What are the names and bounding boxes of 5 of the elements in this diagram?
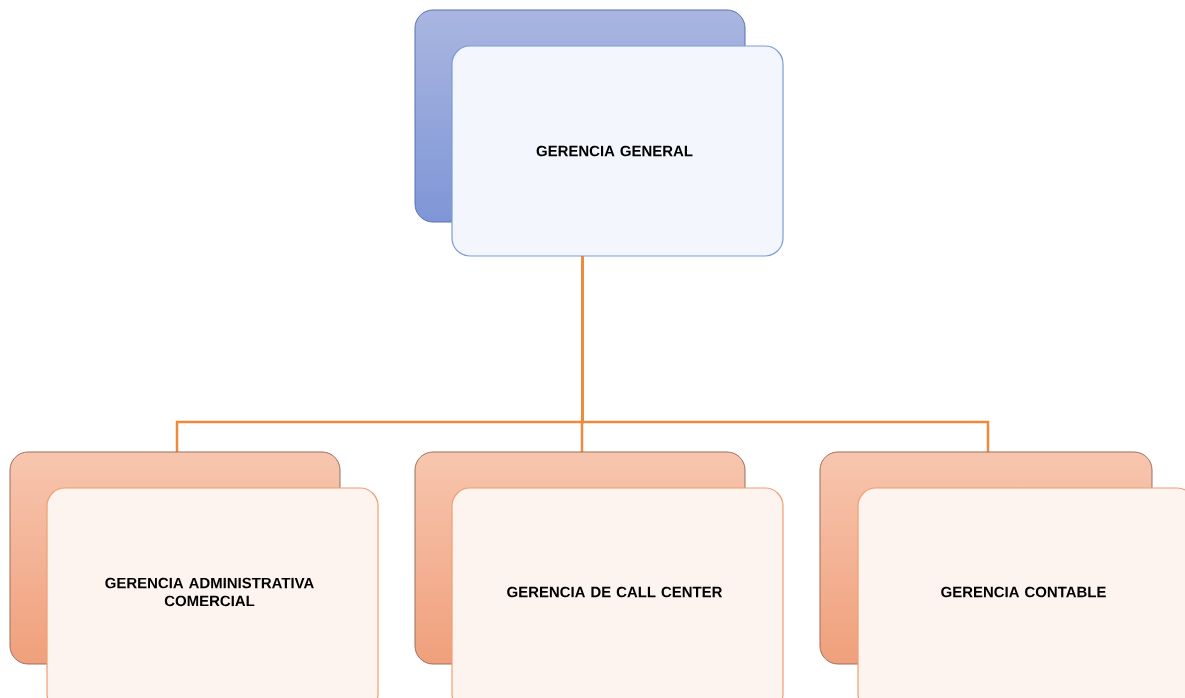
org-box: GERENCIA CONTABLE — [819, 451, 1185, 698]
org-box: GERENCIA GENERAL — [414, 9, 784, 257]
org-box: GERENCIA ADMINISTRATIVA COMERCIAL — [9, 451, 379, 698]
connector-line — [581, 256, 990, 452]
org-box: GERENCIA DE CALL CENTER — [414, 451, 784, 698]
